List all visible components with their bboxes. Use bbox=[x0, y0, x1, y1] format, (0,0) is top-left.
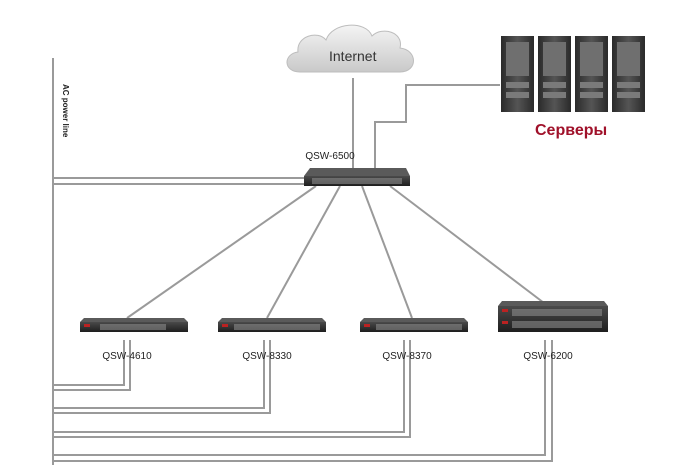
link-servers-core bbox=[374, 84, 500, 168]
switch-qsw-8370-icon bbox=[360, 318, 468, 332]
power-lines bbox=[52, 58, 553, 465]
switch-label-qsw-4610: QSW-4610 bbox=[102, 351, 152, 362]
switch-label-qsw-6200: QSW-6200 bbox=[523, 351, 573, 362]
internet-cloud-icon bbox=[286, 24, 414, 73]
power-feed-6200 bbox=[53, 340, 546, 456]
power-feed-4610-b bbox=[53, 340, 131, 391]
servers-label: Серверы bbox=[535, 122, 608, 139]
switch-qsw-8330-icon bbox=[218, 318, 326, 332]
switch-qsw-6200-icon bbox=[498, 301, 608, 332]
server-rack-group bbox=[501, 36, 645, 112]
server-rack-icon bbox=[501, 36, 534, 112]
power-feed-8370 bbox=[53, 340, 405, 433]
uplinks bbox=[126, 78, 549, 319]
power-feed-4610 bbox=[53, 340, 125, 386]
server-rack-icon bbox=[538, 36, 571, 112]
switch-label-qsw-8370: QSW-8370 bbox=[382, 351, 432, 362]
power-line-label: AC power line bbox=[61, 84, 70, 138]
link-core-4610 bbox=[126, 185, 317, 319]
server-rack-icon bbox=[612, 36, 645, 112]
power-feed-8370-b bbox=[53, 340, 411, 438]
server-rack-icon bbox=[575, 36, 608, 112]
switch-qsw-4610-icon bbox=[80, 318, 188, 332]
link-core-8370 bbox=[361, 185, 413, 319]
power-feed-6200-b bbox=[53, 340, 553, 462]
core-switch-label: QSW-6500 bbox=[305, 151, 355, 162]
internet-label: Internet bbox=[329, 48, 377, 64]
link-core-6200 bbox=[389, 185, 549, 307]
power-feed-8330 bbox=[53, 340, 265, 409]
power-feed-8330-b bbox=[53, 340, 271, 414]
link-core-8330 bbox=[266, 185, 341, 319]
switch-label-qsw-8330: QSW-8330 bbox=[242, 351, 292, 362]
switch-qsw-6500-icon bbox=[304, 168, 410, 186]
